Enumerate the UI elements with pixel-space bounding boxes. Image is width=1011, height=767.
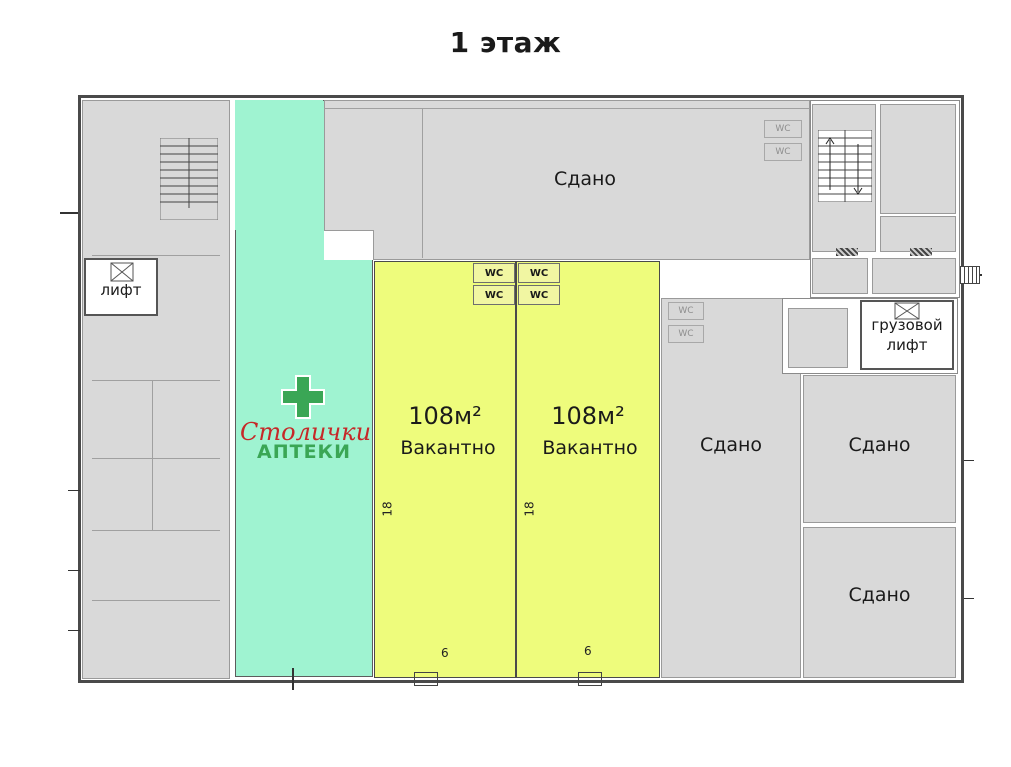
pharmacy-logo-script: Столички — [240, 418, 372, 446]
window-marker — [68, 630, 80, 631]
elevator-shaft — [84, 258, 158, 316]
window-marker — [68, 570, 80, 571]
left-wing — [82, 100, 230, 679]
mid-rented-room[interactable] — [661, 298, 801, 678]
wc-icon: WC — [473, 263, 515, 283]
top-rented-inner — [324, 230, 374, 260]
stair-icon — [818, 130, 872, 202]
vacant-right-area: 108м² — [551, 402, 625, 430]
freight-elevator-line2: лифт — [886, 336, 928, 354]
vacant-right-status: Вакантно — [542, 437, 638, 459]
service-hatch — [910, 248, 932, 256]
wc-icon: WC — [518, 263, 560, 283]
left-wing-partition — [92, 380, 220, 381]
left-wing-partition — [92, 600, 220, 601]
dimension-width: 6 — [441, 646, 449, 660]
wc-icon: WC — [668, 325, 704, 343]
dimension-length: 18 — [380, 501, 395, 517]
door-marker — [414, 672, 438, 686]
top-rented-strip — [324, 108, 810, 109]
stair-icon — [160, 138, 218, 220]
window-marker — [68, 490, 80, 491]
right-rented-status-2: Сдано — [848, 584, 911, 606]
service-room — [880, 216, 956, 252]
wc-icon: WC — [518, 285, 560, 305]
wc-icon: WC — [473, 285, 515, 305]
elevator-cross-icon — [110, 262, 134, 282]
pharmacy-logo-block: АПТЕКИ — [257, 441, 351, 463]
left-wing-partition — [92, 458, 220, 459]
freight-shaft — [860, 300, 954, 370]
dimension-length: 18 — [522, 501, 537, 517]
top-rented-strip — [422, 108, 423, 258]
left-wing-partition — [92, 255, 220, 256]
vacant-left-status: Вакантно — [400, 437, 496, 459]
vacant-unit-left[interactable] — [374, 261, 516, 678]
window-marker — [964, 598, 974, 599]
pharmacy-ext — [235, 100, 323, 230]
left-wing-partition — [152, 380, 153, 530]
right-rented-room-2[interactable] — [803, 527, 956, 678]
mid-rented-status: Сдано — [699, 434, 763, 456]
freight-anteroom — [788, 308, 848, 368]
elevator-cross-icon — [894, 302, 920, 320]
vacant-unit-right[interactable] — [516, 261, 660, 678]
service-room — [812, 258, 868, 294]
dimension-width: 6 — [584, 644, 592, 658]
window-marker — [964, 460, 974, 461]
vacant-left-area: 108м² — [408, 402, 482, 430]
pharmacy-cross-icon — [281, 375, 325, 419]
entrance-step — [960, 266, 980, 284]
door-marker — [578, 672, 602, 686]
right-rented-room-1[interactable] — [803, 375, 956, 523]
freight-elevator-line1: грузовой — [871, 316, 943, 334]
wc-icon: WC — [668, 302, 704, 320]
entrance-marker — [60, 212, 78, 214]
service-hatch — [836, 248, 858, 256]
top-rented-room[interactable] — [324, 100, 810, 260]
door-marker — [292, 668, 294, 690]
top-rented-status: Сдано — [553, 168, 617, 190]
wc-icon: WC — [764, 143, 802, 161]
left-wing-partition — [92, 530, 220, 531]
elevator-label: лифт — [100, 281, 142, 299]
right-rented-status-1: Сдано — [848, 434, 911, 456]
page-title: 1 этаж — [449, 26, 562, 59]
wc-icon: WC — [764, 120, 802, 138]
service-room — [880, 104, 956, 214]
service-room — [872, 258, 956, 294]
